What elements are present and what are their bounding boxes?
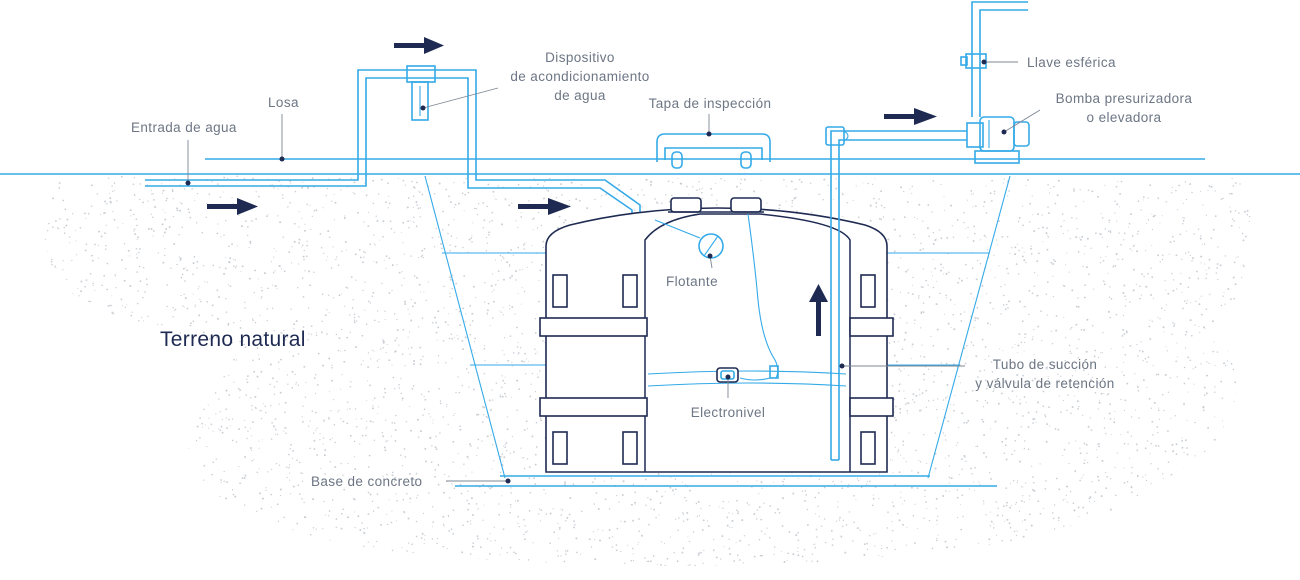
- flow-arrow-right-icon: [518, 198, 571, 215]
- flow-arrow-right-icon: [207, 198, 258, 215]
- label-tubo-line1: Tubo de succión: [993, 357, 1098, 372]
- inlet-pipe: [145, 69, 641, 215]
- label-flotante: Flotante: [666, 274, 718, 289]
- leader-lines: [185, 59, 1041, 484]
- label-losa: Losa: [268, 95, 299, 110]
- flow-arrow-up-icon: [809, 284, 828, 336]
- pump-icon: [966, 116, 1030, 164]
- label-tapa-de-inspeccion: Tapa de inspección: [649, 96, 772, 111]
- label-bomba-line1: Bomba presurizadora: [1056, 91, 1193, 106]
- label-terreno-natural: Terreno natural: [160, 328, 306, 351]
- label-dispositivo-line1: Dispositivo: [545, 50, 615, 65]
- inspection-lid: [656, 133, 771, 169]
- concrete-base: [455, 475, 997, 487]
- suction-pipe: [825, 126, 967, 461]
- label-bomba-line2: o elevadora: [1087, 110, 1162, 125]
- label-llave-esferica: Llave esférica: [1027, 55, 1116, 70]
- label-entrada-de-agua: Entrada de agua: [131, 120, 237, 135]
- water-tank: [539, 197, 894, 473]
- label-dispositivo-line2: de acondicionamiento: [510, 69, 649, 84]
- label-tubo-line2: y válvula de retención: [975, 376, 1114, 391]
- label-electronivel: Electronivel: [691, 405, 766, 420]
- label-base-de-concreto: Base de concreto: [311, 474, 422, 489]
- outlet-pipe: [971, 1, 1028, 117]
- label-dispositivo-line3: de agua: [554, 88, 606, 103]
- conditioning-device: [406, 65, 436, 121]
- flow-arrow-right-icon: [884, 108, 937, 125]
- flow-arrow-right-icon: [394, 37, 444, 54]
